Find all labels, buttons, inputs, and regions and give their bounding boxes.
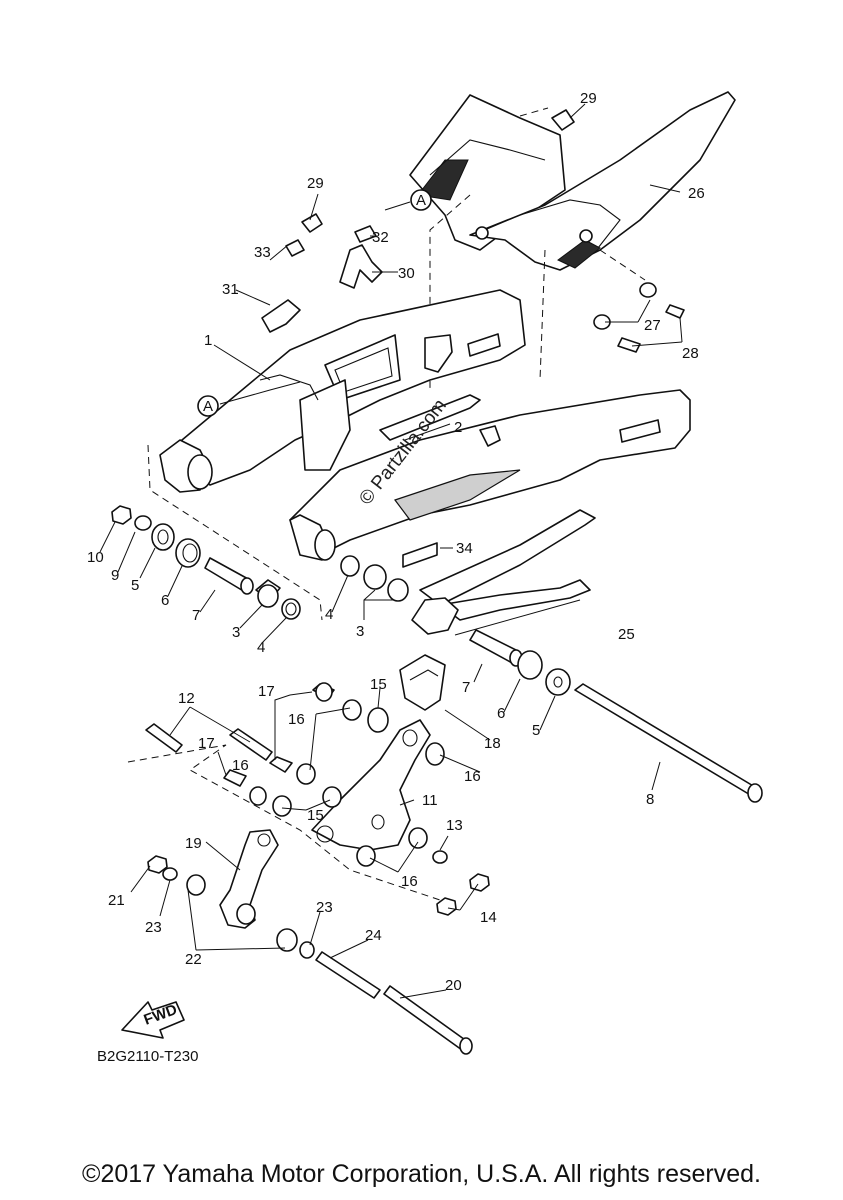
callout-27: 27 <box>644 317 661 334</box>
bolt-part-33[interactable] <box>285 239 305 257</box>
callout-16-a: 16 <box>288 711 305 728</box>
callout-11: 11 <box>422 792 438 809</box>
callout-14: 14 <box>480 909 497 926</box>
nut-part-21[interactable] <box>147 855 168 874</box>
seal-part-5-right[interactable] <box>545 668 571 696</box>
callout-26: 26 <box>688 185 705 202</box>
bearing-part-15-lower[interactable] <box>272 786 342 817</box>
collar-part-24[interactable] <box>315 951 381 999</box>
bearing-part-22[interactable] <box>186 874 298 952</box>
callout-5-right: 5 <box>532 722 540 739</box>
forward-direction-arrow: FWD <box>121 1001 185 1039</box>
callout-23-right: 23 <box>316 899 333 916</box>
callout-21: 21 <box>108 892 125 909</box>
callout-16-c: 16 <box>464 768 481 785</box>
seal-part-5-left[interactable] <box>151 523 175 551</box>
label-part-34[interactable] <box>402 542 438 568</box>
callout-32: 32 <box>372 229 389 246</box>
callout-8: 8 <box>646 791 654 808</box>
collar-part-17-upper[interactable] <box>312 682 335 702</box>
pivot-shaft-part-8[interactable] <box>574 683 763 803</box>
callout-29-lower: 29 <box>307 175 324 192</box>
seal-part-4-right[interactable] <box>340 555 360 577</box>
svg-text:A: A <box>203 398 213 415</box>
bearing-part-3-left[interactable] <box>255 579 281 608</box>
bracket-part-30[interactable] <box>339 244 383 289</box>
callout-16-b: 16 <box>232 757 249 774</box>
callout-6-left: 6 <box>161 592 169 609</box>
callout-3-right: 3 <box>356 623 364 640</box>
reference-marker-a-upper: A <box>384 189 432 211</box>
callout-9: 9 <box>111 567 119 584</box>
callout-23-left: 23 <box>145 919 162 936</box>
reference-marker-a-lower: A <box>197 381 301 417</box>
copyright-footer: ©2017 Yamaha Motor Corporation, U.S.A. A… <box>82 1160 761 1188</box>
chain-slider-part-25[interactable] <box>411 509 596 635</box>
pivot-nut-part-10[interactable] <box>111 505 132 525</box>
connecting-rod-part-19[interactable] <box>219 829 279 929</box>
clip-part-31[interactable] <box>261 299 301 333</box>
callout-10: 10 <box>87 549 104 566</box>
bolt-part-28[interactable] <box>617 304 685 353</box>
callout-33: 33 <box>254 244 271 261</box>
rear-fender-part-26[interactable] <box>409 91 736 271</box>
callout-15-lower: 15 <box>307 807 324 824</box>
callout-7-left: 7 <box>192 607 200 624</box>
svg-text:A: A <box>416 192 426 209</box>
callout-numbers: 1 2 3 3 4 4 5 5 6 6 7 7 8 9 10 11 12 13 … <box>87 90 705 994</box>
callout-19: 19 <box>185 835 202 852</box>
callout-12: 12 <box>178 690 195 707</box>
callout-20: 20 <box>445 977 462 994</box>
callout-6-right: 6 <box>497 705 505 722</box>
callout-15-upper: 15 <box>370 676 387 693</box>
callout-22: 22 <box>185 951 202 968</box>
collar-part-7-left[interactable] <box>204 557 254 595</box>
swingarm-part-1[interactable] <box>159 289 691 561</box>
callout-4-left: 4 <box>257 639 265 656</box>
callout-5-left: 5 <box>131 577 139 594</box>
bracket-part-18[interactable] <box>399 654 446 711</box>
callout-leaders <box>99 103 683 999</box>
callout-28: 28 <box>682 345 699 362</box>
callout-31: 31 <box>222 281 239 298</box>
callout-30: 30 <box>398 265 415 282</box>
washer-part-13[interactable] <box>432 850 448 864</box>
callout-18: 18 <box>484 735 501 752</box>
washer-part-23[interactable] <box>162 867 315 959</box>
callout-16-d: 16 <box>401 873 418 890</box>
callout-34: 34 <box>456 540 473 557</box>
seal-part-4-left[interactable] <box>281 598 301 620</box>
bolt-part-20[interactable] <box>383 985 473 1055</box>
washer-part-9[interactable] <box>134 515 152 531</box>
callout-3-left: 3 <box>232 624 240 641</box>
seal-part-6-right[interactable] <box>517 650 543 680</box>
callout-4-right: 4 <box>325 606 333 623</box>
callout-7-right: 7 <box>462 679 470 696</box>
callout-17-lower: 17 <box>198 735 215 752</box>
bearing-part-15-upper[interactable] <box>342 699 389 733</box>
callout-29-upper: 29 <box>580 90 597 107</box>
seal-part-6-left[interactable] <box>175 538 201 568</box>
callout-13: 13 <box>446 817 463 834</box>
bearing-part-3-right[interactable] <box>363 564 409 602</box>
collar-part-7-right[interactable] <box>469 629 523 667</box>
callout-1: 1 <box>204 332 212 349</box>
reference-code: B2G2110-T230 <box>97 1048 199 1065</box>
callout-2: 2 <box>454 419 462 436</box>
callout-25: 25 <box>618 626 635 643</box>
chain-guard-part-2[interactable] <box>379 394 481 441</box>
callout-17-upper: 17 <box>258 683 275 700</box>
callout-24: 24 <box>365 927 382 944</box>
